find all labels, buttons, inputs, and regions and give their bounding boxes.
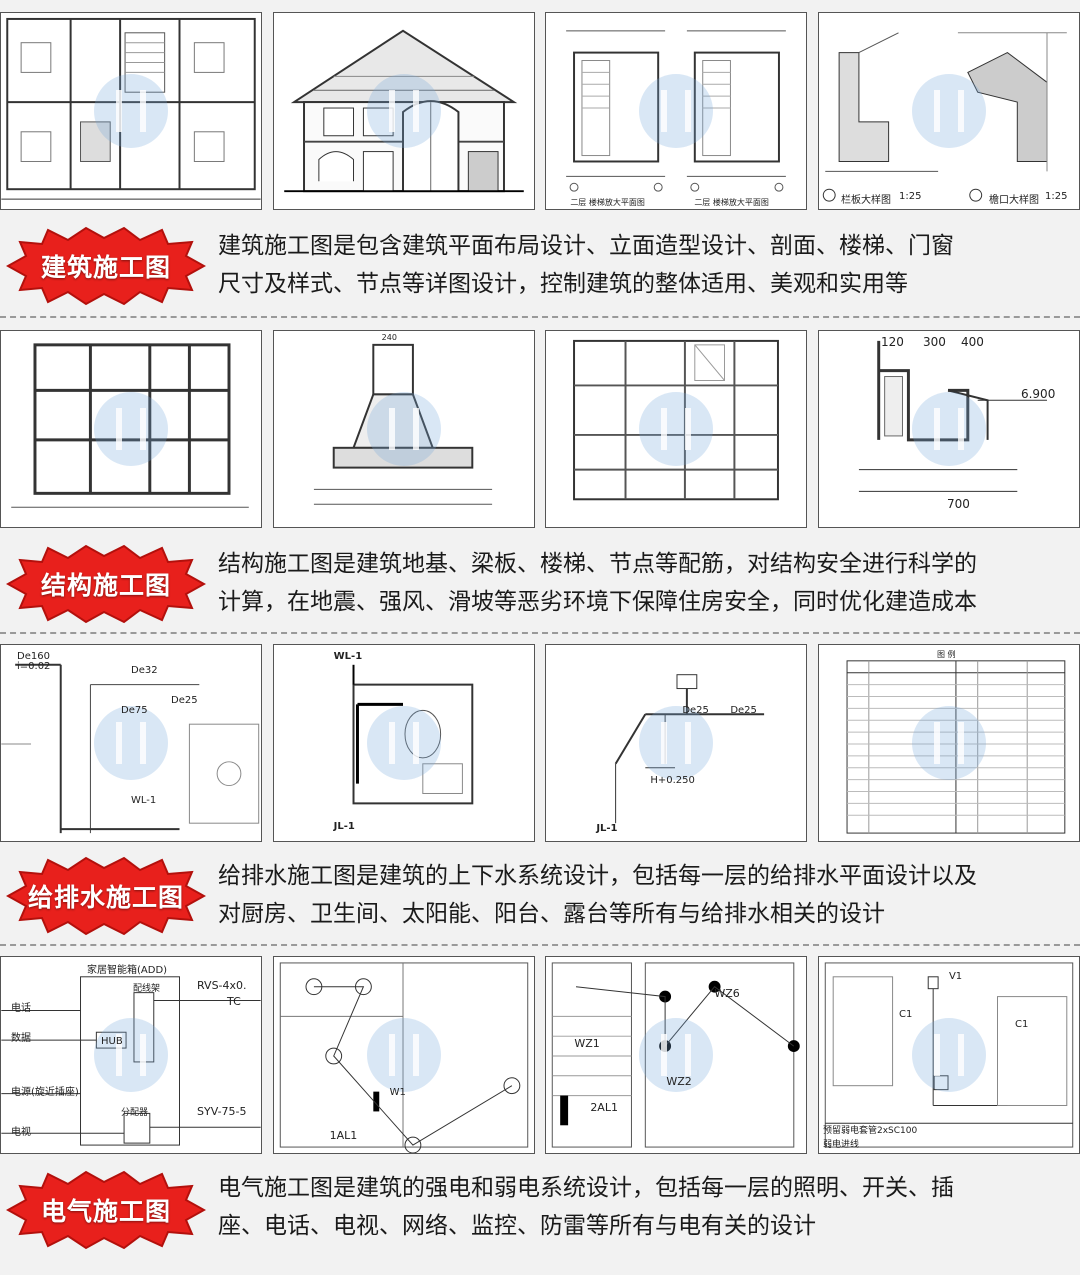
incoming-line-note: 弱电进线 — [822, 1140, 859, 1150]
section-divider — [0, 632, 1080, 634]
panel-2al1: 2AL1 — [590, 1101, 618, 1114]
bathroom-plumbing-thumbnail: WL-1 JL-1 — [272, 644, 535, 842]
beam-plan-thumbnail — [545, 330, 808, 528]
device-v1: V1 — [948, 971, 963, 982]
weak-current-plan-thumbnail: V1 C1 C1 预留弱电套管2xSC100 弱电进线 — [817, 956, 1080, 1154]
badge-electrical: 电气施工图 — [6, 1170, 206, 1250]
plumbing-description-line-1: 给排水施工图是建筑的上下水系统设计，包括每一层的给排水平面设计以及 — [218, 863, 977, 889]
hub-label: HUB — [101, 1036, 123, 1047]
panel-1al1: 1AL1 — [329, 1129, 358, 1142]
circuit-wz6: WZ6 — [714, 987, 740, 1000]
stair-plan-thumbnail: 二层 楼梯放大平面图 二层 楼梯放大平面图 — [545, 12, 808, 210]
elevation-thumbnail — [272, 12, 535, 210]
smart-home-panel-thumbnail: 家居智能箱(ADD) RVS-4x0. TC 配线架 电话 数据 HUB 电源(… — [0, 956, 262, 1154]
splitter-label: 分配器 — [121, 1108, 149, 1118]
cable-syv-label: SYV-75-5 — [197, 1105, 247, 1118]
pipe-de32: De32 — [131, 665, 158, 676]
eave-detail-caption: 檐口大样图 — [988, 195, 1039, 206]
circuit-wz1: WZ1 — [574, 1037, 600, 1050]
section-plumbing: 给排水施工图 给排水施工图是建筑的上下水系统设计，包括每一层的给排水平面设计以及… — [0, 852, 1080, 950]
iso-supply-line: JL-1 — [596, 823, 618, 834]
pipe-de75: De75 — [121, 705, 148, 716]
dim-120: 120 — [880, 335, 904, 349]
eave-rebar-detail-thumbnail: 300 400 120 6.900 700 — [817, 330, 1080, 528]
iso-pipe-de25-b: De25 — [730, 705, 757, 716]
section-structural: 结构施工图 结构施工图是建筑地基、梁板、楼梯、节点等配筋，对结构安全进行科学的 … — [0, 536, 1080, 634]
badge-architectural-label: 建筑施工图 — [40, 253, 171, 282]
dim-400: 400 — [960, 335, 984, 349]
footing-section-thumbnail: 240 — [272, 330, 535, 528]
plumbing-description-line-2: 对厨房、卫生间、太阳能、阳台、露台等所有与给排水相关的设计 — [218, 901, 885, 927]
elevation-6900: 6.900 — [1020, 387, 1056, 401]
structural-description-line-1: 结构施工图是建筑地基、梁板、楼梯、节点等配筋，对结构安全进行科学的 — [218, 551, 977, 577]
stair-plan-caption-2: 二层 楼梯放大平面图 — [694, 198, 769, 207]
row-architectural-drawings: 二层 楼梯放大平面图 二层 楼梯放大平面图 栏板大样图 1:25 檐口大样图 1… — [0, 12, 1080, 210]
section-divider — [0, 316, 1080, 318]
iso-elevation: H+0.250 — [650, 775, 695, 786]
conduit-note: 预留弱电套管2xSC100 — [822, 1126, 918, 1136]
power-label: 电源(旋近插座) — [11, 1087, 79, 1098]
pipe-de160: De160 — [17, 651, 50, 662]
stair-plan-caption-1: 二层 楼梯放大平面图 — [570, 198, 645, 207]
bathroom-supply-line: JL-1 — [333, 821, 355, 832]
circuit-w1: W1 — [389, 1087, 406, 1098]
footing-width-dim: 240 — [381, 333, 397, 342]
device-c1-a: C1 — [898, 1009, 913, 1020]
badge-plumbing-label: 给排水施工图 — [27, 883, 184, 912]
architectural-description-line-2: 尺寸及样式、节点等详图设计，控制建筑的整体适用、美观和实用等 — [218, 271, 908, 297]
smart-box-label: 家居智能箱(ADD) — [87, 965, 168, 976]
circuit-wz2: WZ2 — [666, 1075, 692, 1088]
eave-detail-scale: 1:25 — [1044, 191, 1068, 202]
iso-pipe-de25-a: De25 — [682, 705, 709, 716]
tc-label: TC — [227, 995, 241, 1008]
architectural-description-line-1: 建筑施工图是包含建筑平面布局设计、立面造型设计、剖面、楼梯、门窗 — [218, 233, 954, 259]
railing-detail-caption: 栏板大样图 — [840, 195, 891, 206]
badge-electrical-label: 电气施工图 — [40, 1197, 171, 1226]
foundation-plan-thumbnail — [0, 330, 262, 528]
dim-700: 700 — [946, 497, 970, 511]
badge-architectural: 建筑施工图 — [6, 226, 206, 306]
row-electrical-drawings: 家居智能箱(ADD) RVS-4x0. TC 配线架 电话 数据 HUB 电源(… — [0, 956, 1080, 1154]
floor-plan-thumbnail — [0, 12, 262, 210]
tv-label: 电视 — [11, 1127, 31, 1138]
slope-label: i=0.02 — [17, 661, 51, 672]
badge-structural: 结构施工图 — [6, 544, 206, 624]
phone-label: 电话 — [11, 1003, 31, 1014]
patch-panel-label: 配线架 — [133, 984, 161, 994]
legend-title: 图 例 — [936, 650, 956, 659]
device-c1-b: C1 — [1014, 1019, 1029, 1030]
electrical-description-line-2: 座、电话、电视、网络、监控、防雷等所有与电有关的设计 — [218, 1213, 816, 1239]
legend-table-thumbnail: 图 例 — [817, 644, 1080, 842]
badge-plumbing: 给排水施工图 — [6, 856, 206, 936]
section-architectural: 建筑施工图 建筑施工图是包含建筑平面布局设计、立面造型设计、剖面、楼梯、门窗 尺… — [0, 218, 1080, 316]
row-structural-drawings: 240 300 400 120 6.900 700 — [0, 330, 1080, 528]
stair-lighting-thumbnail: WZ1 WZ2 WZ6 2AL1 — [545, 956, 808, 1154]
lighting-plan-thumbnail: W1 1AL1 — [272, 956, 535, 1154]
dim-300: 300 — [922, 335, 946, 349]
waste-line-label: WL-1 — [131, 795, 157, 806]
row-plumbing-drawings: De160 i=0.02 De32 De25 De75 WL-1 WL-1 JL… — [0, 644, 1080, 842]
section-divider — [0, 944, 1080, 946]
bathroom-waste-line: WL-1 — [333, 651, 363, 662]
detail-drawing-thumbnail: 栏板大样图 1:25 檐口大样图 1:25 — [817, 12, 1080, 210]
electrical-description-line-1: 电气施工图是建筑的强电和弱电系统设计，包括每一层的照明、开关、插 — [218, 1175, 954, 1201]
water-supply-isometric-thumbnail: De25 De25 H+0.250 JL-1 — [545, 644, 808, 842]
railing-detail-scale: 1:25 — [898, 191, 922, 202]
section-electrical: 电气施工图 电气施工图是建筑的强电和弱电系统设计，包括每一层的照明、开关、插 座… — [0, 1162, 1080, 1260]
pipe-de25: De25 — [171, 695, 198, 706]
cable-rvs-label: RVS-4x0. — [197, 979, 247, 992]
data-label: 数据 — [11, 1033, 31, 1044]
structural-description-line-2: 计算，在地震、强风、滑坡等恶劣环境下保障住房安全，同时优化建造成本 — [218, 589, 977, 615]
drainage-plan-thumbnail: De160 i=0.02 De32 De25 De75 WL-1 — [0, 644, 262, 842]
badge-structural-label: 结构施工图 — [40, 571, 171, 600]
